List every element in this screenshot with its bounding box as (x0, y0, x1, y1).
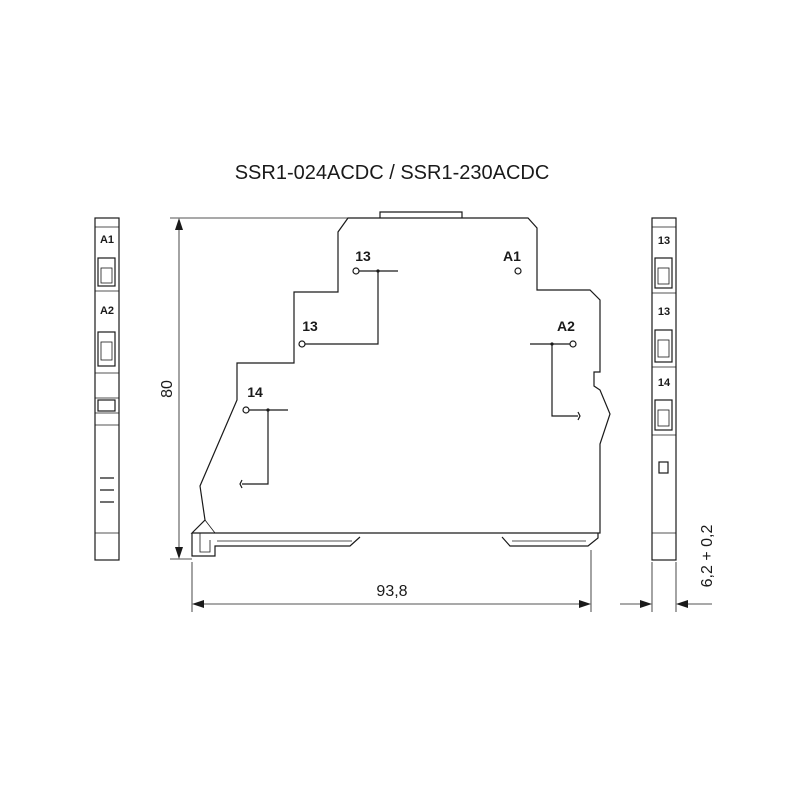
wire-14-down (242, 410, 269, 485)
right-side-label-13-a: 13 (658, 235, 670, 247)
right-indicator (658, 461, 669, 474)
wire-a2-down (551, 344, 578, 417)
terminal-13-lower-label: 13 (302, 318, 318, 334)
right-side-view: 13 13 14 (651, 217, 677, 561)
contact-a2-symbol (577, 411, 581, 421)
drawing-title: SSR1-024ACDC / SSR1-230ACDC (235, 162, 550, 184)
left-screw-a1 (97, 257, 116, 287)
width-dimension: 93,8 (191, 550, 592, 612)
terminal-13-upper-point (352, 267, 360, 275)
right-screw-14-inner (657, 409, 670, 427)
left-screw-a2-inner (100, 341, 113, 361)
junction-dot-14 (266, 408, 270, 412)
din-foot-left (191, 533, 361, 557)
width-arrow-left (192, 600, 204, 608)
depth-dim-value: 6,2 + 0,2 (699, 525, 716, 588)
left-indicator (97, 399, 116, 412)
junction-dot-13 (376, 269, 380, 273)
height-dim-value: 80 (159, 380, 176, 398)
right-screw-14 (654, 399, 673, 431)
depth-arrow-left (640, 600, 652, 608)
junction-dot-a2 (550, 342, 554, 346)
height-dimension: 80 (159, 217, 348, 560)
wire-13-bridge (305, 271, 379, 345)
right-screw-13-a-inner (657, 267, 670, 285)
housing-outline (190, 217, 611, 534)
din-latch (199, 533, 211, 553)
left-side-outline (94, 217, 120, 561)
right-screw-13-a (654, 257, 673, 289)
terminal-a2-point (569, 340, 577, 348)
left-side-label-a2: A2 (100, 305, 114, 317)
terminal-a1-label: A1 (503, 248, 521, 264)
terminal-14-label: 14 (247, 384, 263, 400)
depth-dimension: 6,2 + 0,2 (620, 525, 716, 612)
terminal-13-upper-label: 13 (355, 248, 371, 264)
terminal-a2-label: A2 (557, 318, 575, 334)
height-arrow-bottom (175, 547, 183, 559)
terminal-a1-point (514, 267, 522, 275)
left-vents (100, 477, 114, 503)
top-clip (379, 211, 463, 218)
depth-arrow-right (676, 600, 688, 608)
left-screw-a1-inner (100, 267, 113, 284)
foot-bevel (204, 519, 216, 534)
terminal-14-point (242, 406, 250, 414)
right-side-outline (651, 217, 677, 561)
right-screw-13-b (654, 329, 673, 363)
width-dim-value: 93,8 (376, 583, 407, 600)
left-side-window-lines (95, 397, 119, 414)
right-side-label-14: 14 (658, 377, 671, 389)
left-screw-a2 (97, 331, 116, 367)
left-side-view: A1 A2 (94, 217, 120, 561)
front-view: 13 A1 13 A2 14 (190, 211, 611, 557)
terminal-13-lower-point (298, 340, 306, 348)
width-arrow-right (579, 600, 591, 608)
height-arrow-top (175, 218, 183, 230)
right-screw-13-b-inner (657, 339, 670, 358)
contact-14-symbol (239, 479, 243, 489)
left-side-label-a1: A1 (100, 234, 114, 246)
din-foot-right (501, 533, 599, 547)
right-side-label-13-b: 13 (658, 306, 670, 318)
